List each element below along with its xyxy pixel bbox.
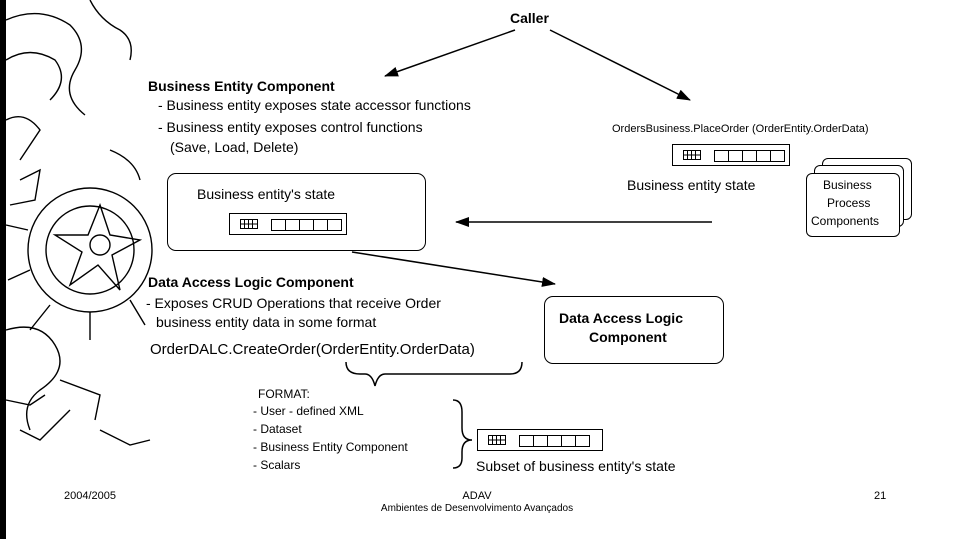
caller-label: Caller: [510, 10, 549, 26]
data-cells-icon: [519, 435, 590, 447]
brace-createorder: [345, 361, 523, 387]
footer-course-name: Ambientes de Desenvolvimento Avançados: [380, 503, 574, 514]
dalc-createorder-call: OrderDALC.CreateOrder(OrderEntity.OrderD…: [150, 341, 475, 358]
entity-data-icon: [229, 213, 347, 235]
table-grid-icon: [240, 219, 258, 229]
table-grid-icon: [683, 150, 701, 160]
orders-placeorder-call: OrdersBusiness.PlaceOrder (OrderEntity.O…: [612, 123, 869, 135]
data-access-logic-component-box: Data Access Logic Component: [544, 296, 724, 364]
arrow-caller-to-orders: [549, 29, 691, 101]
format-title: FORMAT:: [258, 387, 310, 401]
data-cells-icon: [714, 150, 785, 162]
bec-title: Business Entity Component: [148, 78, 335, 94]
data-cells-icon: [271, 219, 342, 231]
dalc-box-line-1: Data Access Logic: [559, 310, 683, 326]
format-item-bec: - Business Entity Component: [253, 440, 408, 454]
orders-data-icon: [672, 144, 790, 166]
table-grid-icon: [488, 435, 506, 445]
dalc-bullet-crud: - Exposes CRUD Operations that receive O…: [146, 295, 441, 311]
business-process-components-box: Business Process Components: [806, 173, 900, 237]
footer-page-number: 21: [874, 490, 887, 502]
format-item-scalars: - Scalars: [253, 458, 301, 472]
footer-year: 2004/2005: [64, 490, 116, 502]
dalc-title: Data Access Logic Component: [148, 274, 354, 290]
format-item-xml: - User - defined XML: [253, 404, 364, 418]
bpc-line-1: Business: [823, 178, 872, 192]
footer-course-code: ADAV: [462, 490, 492, 502]
dalc-box-line-2: Component: [589, 329, 667, 345]
arrow-bec-to-dalc: [351, 251, 556, 287]
business-entity-state-label: Business entity state: [627, 177, 756, 193]
dalc-bullet-crud-cont: business entity data in some format: [156, 314, 377, 330]
decorative-gear-artwork: [5, 0, 153, 446]
bec-bullet-state-accessor: - Business entity exposes state accessor…: [158, 97, 471, 113]
bec-bullet-control-functions: - Business entity exposes control functi…: [158, 119, 423, 135]
state-box-label: Business entity's state: [197, 186, 336, 202]
bpc-line-3: Components: [811, 214, 880, 228]
subset-label: Subset of business entity's state: [476, 458, 676, 474]
left-border-bar: [0, 0, 6, 539]
business-entity-state-box: Business entity's state: [167, 173, 426, 251]
bpc-line-2: Process: [827, 196, 871, 210]
bec-bullet-control-list: (Save, Load, Delete): [170, 139, 299, 155]
subset-data-icon: [477, 429, 603, 451]
format-item-dataset: - Dataset: [253, 422, 302, 436]
brace-format: [452, 399, 473, 469]
arrow-caller-to-bec: [384, 29, 516, 77]
